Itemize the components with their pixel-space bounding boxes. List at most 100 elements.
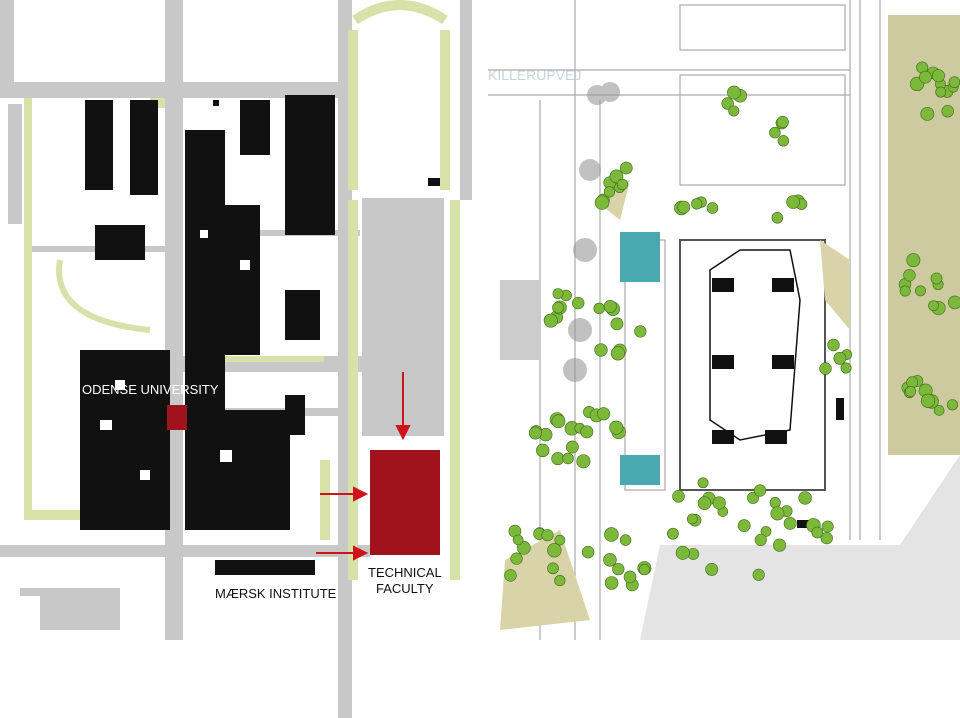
tree bbox=[677, 200, 691, 214]
tree bbox=[773, 538, 787, 552]
tree bbox=[593, 302, 605, 315]
teal-building bbox=[620, 455, 660, 485]
tree bbox=[504, 569, 517, 582]
site-plan: KILLERUPVEJ bbox=[488, 0, 960, 645]
tree bbox=[915, 285, 926, 297]
tree bbox=[941, 105, 954, 118]
tree bbox=[603, 186, 616, 198]
tree bbox=[920, 106, 935, 121]
tree bbox=[554, 534, 566, 546]
tree bbox=[728, 105, 740, 117]
tree bbox=[776, 115, 789, 129]
tree bbox=[686, 513, 698, 525]
technical-faculty-building bbox=[679, 239, 826, 491]
tree bbox=[594, 195, 610, 210]
tree bbox=[919, 70, 932, 84]
tree bbox=[554, 575, 566, 587]
tree bbox=[946, 399, 959, 411]
tree bbox=[930, 272, 943, 285]
tree bbox=[811, 526, 824, 539]
tree bbox=[770, 506, 785, 521]
tree bbox=[798, 491, 812, 505]
technical-faculty-block bbox=[370, 450, 440, 555]
tree bbox=[747, 491, 760, 504]
tree bbox=[771, 212, 784, 224]
tree bbox=[920, 393, 936, 408]
tree bbox=[610, 317, 624, 331]
tree bbox=[931, 69, 945, 83]
tree bbox=[672, 490, 685, 503]
tree bbox=[706, 202, 719, 214]
tree bbox=[547, 543, 562, 558]
tree bbox=[543, 313, 558, 328]
tree bbox=[594, 343, 608, 357]
tree bbox=[623, 570, 637, 584]
tree bbox=[565, 440, 579, 454]
tree bbox=[819, 362, 832, 375]
tree bbox=[562, 452, 574, 465]
tree bbox=[675, 545, 690, 560]
tree bbox=[576, 454, 591, 469]
tree bbox=[667, 527, 679, 540]
tree bbox=[609, 420, 624, 435]
odense-university-marker bbox=[167, 405, 187, 430]
tree bbox=[769, 497, 781, 509]
tree bbox=[604, 576, 619, 590]
tree bbox=[620, 161, 633, 175]
tree bbox=[603, 299, 617, 313]
tree bbox=[754, 533, 767, 547]
tree bbox=[634, 325, 647, 338]
technical-faculty-label-2: FACULTY bbox=[376, 581, 434, 596]
buildings bbox=[80, 95, 440, 575]
tree bbox=[512, 534, 524, 546]
tree bbox=[552, 301, 564, 314]
tree bbox=[777, 135, 790, 147]
tree bbox=[528, 426, 542, 440]
tree bbox=[552, 288, 564, 300]
tree bbox=[947, 295, 960, 310]
tree bbox=[753, 484, 767, 497]
tree bbox=[597, 407, 611, 421]
tree bbox=[705, 562, 719, 576]
tree bbox=[760, 526, 772, 537]
tree bbox=[905, 385, 917, 397]
maersk-institute-label: MÆRSK INSTITUTE bbox=[215, 586, 337, 601]
tree bbox=[551, 452, 565, 466]
tree bbox=[833, 351, 847, 365]
tree bbox=[547, 562, 559, 575]
tree bbox=[612, 563, 625, 576]
campus-map: ODENSE UNIVERSITY TECHNICAL FACULTY MÆRS… bbox=[0, 0, 472, 718]
tree bbox=[580, 425, 594, 439]
meadows bbox=[500, 180, 850, 630]
tree bbox=[903, 269, 916, 282]
tree bbox=[712, 496, 726, 510]
tree bbox=[603, 553, 617, 567]
tree bbox=[572, 296, 585, 310]
arrows bbox=[316, 372, 411, 561]
tree bbox=[536, 443, 550, 458]
tree bbox=[619, 534, 632, 546]
tree bbox=[638, 563, 651, 576]
technical-faculty-label-1: TECHNICAL bbox=[368, 565, 442, 580]
tree bbox=[769, 126, 781, 139]
tree bbox=[737, 519, 751, 533]
tree bbox=[899, 285, 911, 297]
tree bbox=[721, 97, 734, 110]
tree bbox=[786, 195, 800, 209]
teal-building bbox=[620, 232, 660, 282]
tree bbox=[933, 405, 945, 416]
tree bbox=[840, 362, 852, 374]
dotted-plaza bbox=[640, 455, 960, 640]
tree bbox=[948, 76, 960, 89]
street-label: KILLERUPVEJ bbox=[488, 67, 581, 83]
trees bbox=[504, 61, 960, 592]
tree bbox=[581, 545, 595, 559]
tree bbox=[616, 178, 629, 191]
tree bbox=[610, 346, 625, 361]
tree bbox=[727, 85, 741, 100]
tree bbox=[935, 86, 947, 98]
tree bbox=[697, 496, 712, 510]
tree bbox=[691, 198, 703, 210]
tree bbox=[752, 568, 765, 581]
